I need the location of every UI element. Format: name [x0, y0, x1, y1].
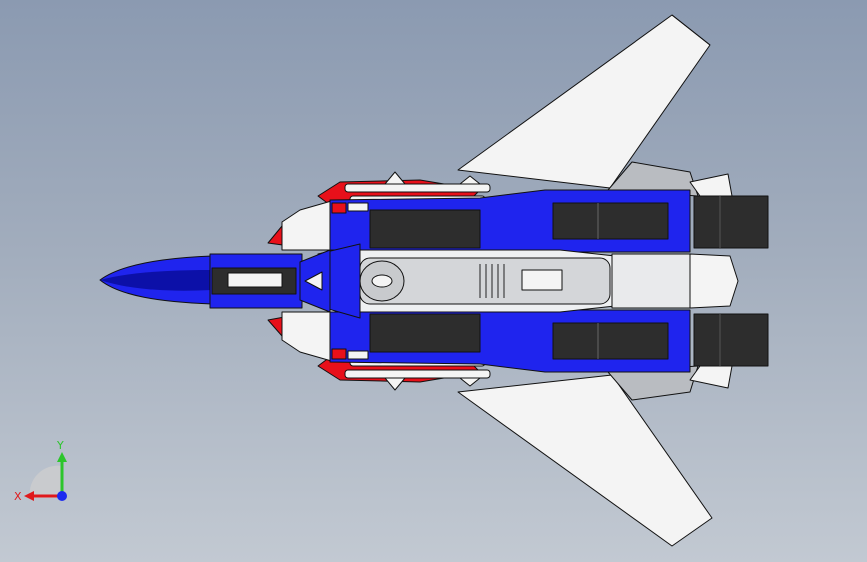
z-axis-dot [57, 491, 67, 501]
y-axis-arrow [57, 452, 67, 462]
y-axis-label: Y [56, 439, 64, 452]
x-axis-label: X [14, 490, 22, 503]
lower-wing[interactable] [457, 374, 713, 547]
upper-engine-nozzle [693, 195, 769, 249]
lower-intake [369, 313, 481, 353]
lower-white-fairing [281, 311, 336, 363]
x-axis-arrow [24, 491, 34, 501]
upper-white-fairing [281, 199, 336, 251]
upper-wing[interactable] [457, 14, 711, 189]
upper-intake [369, 209, 481, 249]
lower-engine-nozzle [693, 313, 769, 367]
coordinate-triad[interactable]: Y X [10, 438, 80, 508]
